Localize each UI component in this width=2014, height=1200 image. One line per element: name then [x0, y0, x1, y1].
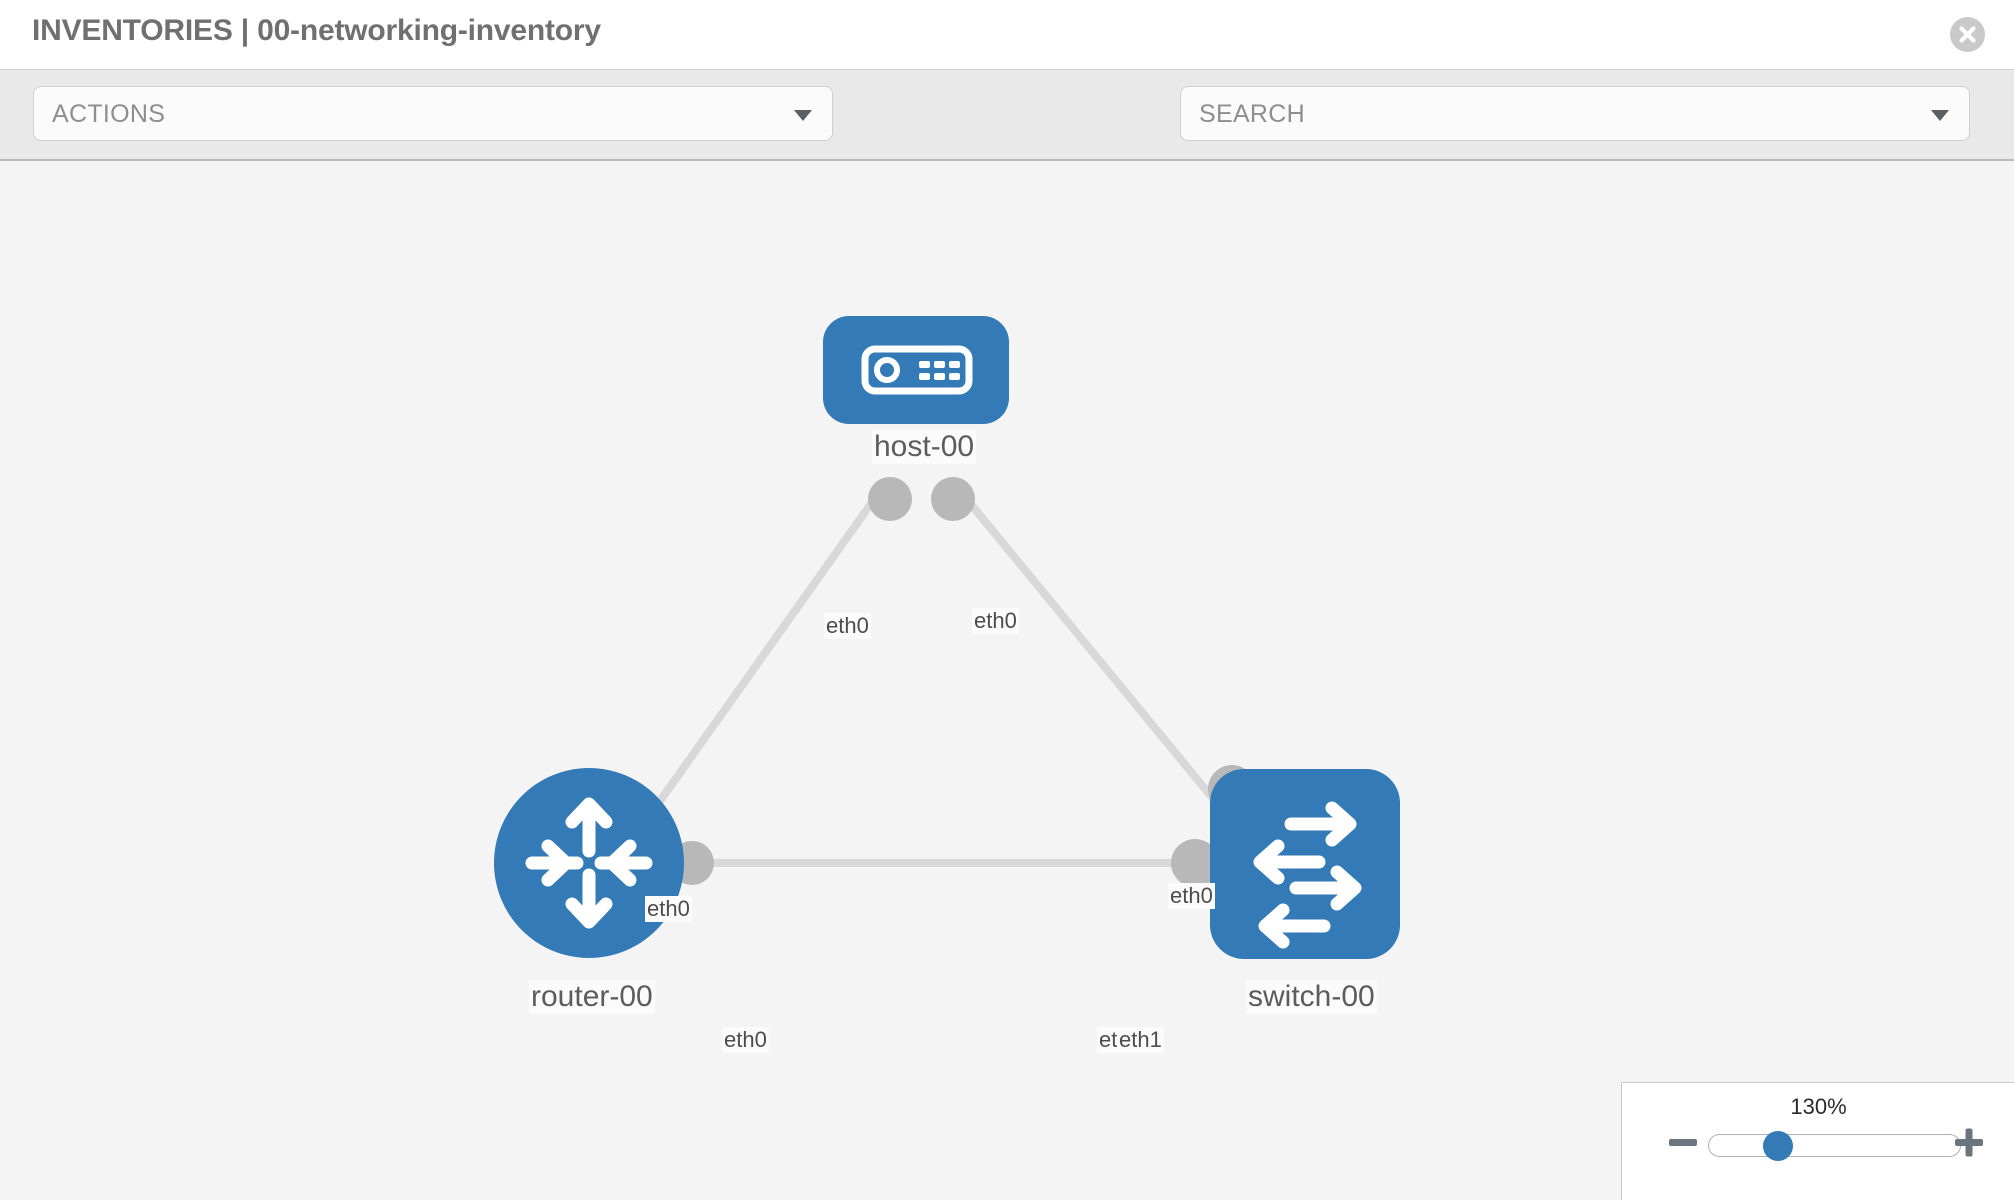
- zoom-slider-thumb[interactable]: [1763, 1131, 1793, 1161]
- port-host00-eth0-right[interactable]: [931, 477, 975, 521]
- link-host00-router00[interactable]: [656, 488, 884, 804]
- node-router-00[interactable]: [494, 768, 684, 958]
- node-host-00[interactable]: [823, 316, 1009, 424]
- chevron-down-icon: [794, 110, 812, 121]
- port-switch00-eth1[interactable]: [1171, 839, 1219, 887]
- node-label-router-00[interactable]: router-00: [529, 980, 655, 1014]
- port-host00-eth0-left[interactable]: [868, 477, 912, 521]
- link-label-router00-eth0: eth0: [722, 1027, 769, 1053]
- link-label-host00-right: eth0: [972, 608, 1019, 634]
- zoom-slider-track[interactable]: [1708, 1134, 1961, 1157]
- link-host00-switch00[interactable]: [956, 488, 1219, 804]
- page-title: INVENTORIES | 00-networking-inventory: [32, 14, 601, 47]
- link-label-switch00-up: eth0: [1168, 883, 1215, 909]
- topology-graph: [494, 316, 1400, 959]
- link-label-host00-left: eth0: [824, 613, 871, 639]
- page-header: INVENTORIES | 00-networking-inventory: [0, 0, 2014, 69]
- node-switch-00[interactable]: [1210, 769, 1400, 959]
- link-label-switch00-eth1: eth1: [1117, 1027, 1164, 1053]
- topology-links: [656, 488, 1219, 867]
- actions-dropdown[interactable]: ACTIONS: [33, 86, 833, 141]
- close-icon[interactable]: [1950, 17, 1985, 52]
- topology-ports: [670, 477, 1256, 887]
- chevron-down-icon[interactable]: [1931, 110, 1949, 121]
- search-placeholder: SEARCH: [1199, 100, 1305, 128]
- node-label-host-00[interactable]: host-00: [872, 430, 977, 464]
- zoom-control-panel: 130%: [1621, 1082, 2014, 1200]
- search-input[interactable]: SEARCH: [1180, 86, 1970, 141]
- link-label-router00-up: eth0: [645, 896, 692, 922]
- plus-icon[interactable]: [1952, 1125, 1986, 1159]
- node-label-switch-00[interactable]: switch-00: [1246, 980, 1377, 1014]
- minus-icon[interactable]: [1666, 1125, 1700, 1159]
- actions-dropdown-label: ACTIONS: [52, 100, 166, 128]
- toolbar: ACTIONS SEARCH: [0, 69, 2014, 204]
- zoom-level-value: 130%: [1790, 1094, 1847, 1119]
- topology-canvas[interactable]: host-00 router-00 switch-00 eth0 eth0 et…: [0, 161, 2014, 1200]
